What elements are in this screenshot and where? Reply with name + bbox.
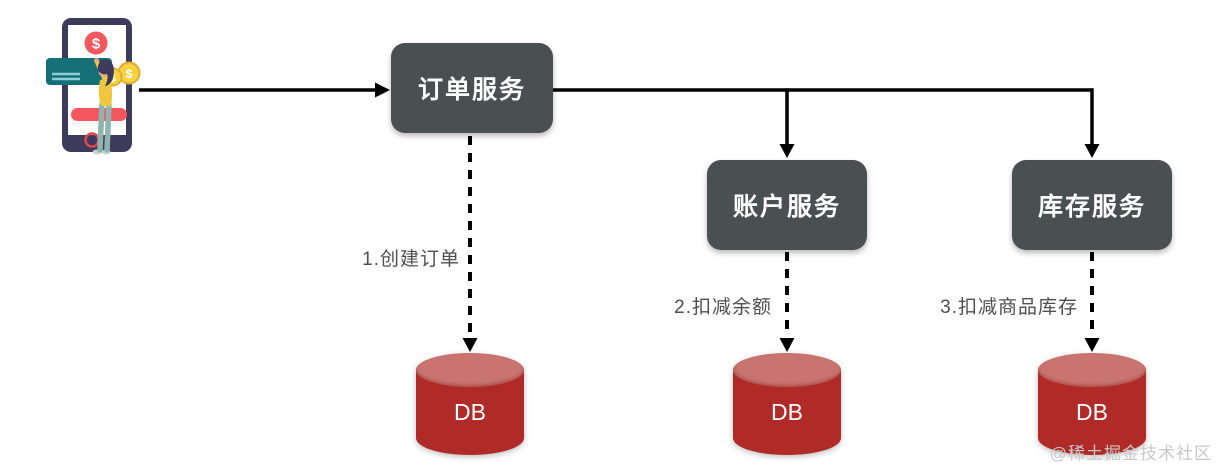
- db-cylinder-top: [1038, 353, 1146, 387]
- service-label: 订单服务: [417, 76, 526, 104]
- service-box-account: 账户服务: [707, 160, 867, 250]
- db-cylinder-bottom: [1038, 421, 1146, 455]
- database-cylinder-order: DB: [416, 353, 524, 455]
- db-label: DB: [771, 399, 803, 425]
- database-cylinder-inventory: DB: [1038, 353, 1146, 455]
- db-cylinder-top: [416, 353, 524, 387]
- service-label: 账户服务: [732, 193, 841, 221]
- db-label: DB: [1076, 399, 1108, 425]
- db-cylinder-bottom: [733, 421, 841, 455]
- db-cylinder-top: [733, 353, 841, 387]
- service-box-inventory: 库存服务: [1012, 160, 1172, 250]
- svg-text:$: $: [92, 36, 101, 53]
- arrowhead-order-to-inventory: [1084, 144, 1100, 158]
- service-label: 库存服务: [1037, 193, 1146, 221]
- db-cylinder-bottom: [416, 421, 524, 455]
- svg-text:$: $: [126, 67, 133, 81]
- step-label-create-order: 1.创建订单: [362, 249, 460, 270]
- arrowhead-order-to-account: [779, 144, 795, 158]
- db-label: DB: [454, 399, 486, 425]
- arrowhead-user-to-order: [375, 82, 390, 98]
- database-cylinder-account: DB: [733, 353, 841, 455]
- credit-card-icon: [46, 58, 112, 85]
- arrowhead-inventory-to-db: [1084, 338, 1100, 352]
- user-payment-illustration: $ $ $: [46, 18, 141, 155]
- dollar-badge-icon: $: [84, 31, 108, 55]
- arrowhead-order-to-db: [462, 338, 478, 352]
- service-box-order: 订单服务: [391, 43, 553, 133]
- person-graphic: [92, 58, 114, 155]
- step-label-deduct-stock: 3.扣减商品库存: [940, 297, 1078, 318]
- watermark: @稀土掘金技术社区: [1049, 444, 1212, 463]
- svg-text:$: $: [110, 74, 116, 85]
- arrowhead-account-to-db: [779, 338, 795, 352]
- step-label-deduct-balance: 2.扣减余额: [674, 297, 772, 318]
